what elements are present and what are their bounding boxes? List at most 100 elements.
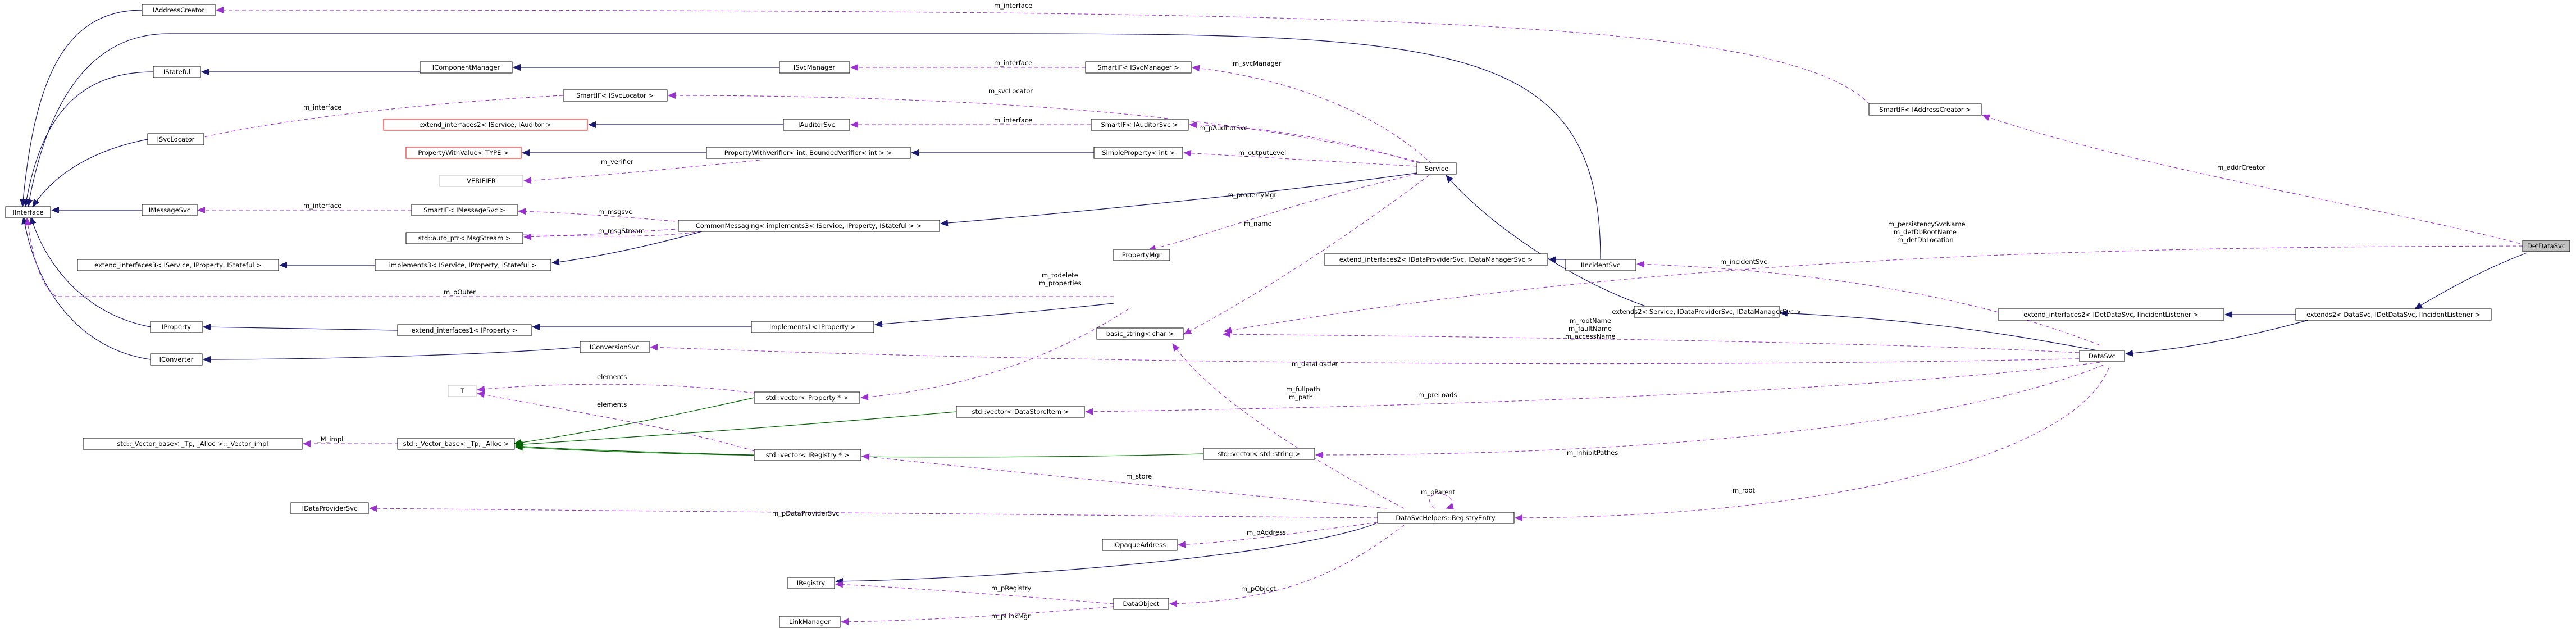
class-label: DataObject <box>1123 600 1160 608</box>
class-label: DetDataSvc <box>2527 242 2565 250</box>
edge-label: m_path <box>1289 393 1313 401</box>
class-node-iincidentsvc[interactable]: IIncidentSvc <box>1565 259 1636 271</box>
class-node-iinterface[interactable]: IInterface <box>5 206 51 218</box>
edge-iproperty-iinterface <box>29 216 151 327</box>
edge-isvclocator-iinterface <box>32 139 148 207</box>
edge-iincidentsvc-iinterface <box>26 33 1601 260</box>
edge-iaddresscreator-iinterface <box>20 10 143 207</box>
class-node-iconversionsvc[interactable]: IConversionSvc <box>580 341 650 353</box>
edge-label: m_store <box>1126 472 1152 480</box>
class-label: IDataProviderSvc <box>302 504 358 512</box>
class-node-smartif-imessagesvc[interactable]: SmartIF< IMessageSvc > <box>411 204 518 216</box>
class-node-propertywithverifier[interactable]: PropertyWithVerifier< int, BoundedVerifi… <box>706 147 911 159</box>
class-node-detdatasvc[interactable]: DetDataSvc <box>2522 240 2570 252</box>
class-node-extend-interfaces2-idetdatasvc[interactable]: extend_interfaces2< IDetDataSvc, IIncide… <box>1998 308 2224 321</box>
edge-vectordatastoreitem-vectorbase <box>515 411 957 448</box>
inheritance-edges <box>20 10 2528 585</box>
class-node-linkmanager[interactable]: LinkManager <box>779 616 841 628</box>
class-label: extend_interfaces1< IProperty > <box>412 326 518 334</box>
class-label: IConversionSvc <box>590 343 639 351</box>
class-node-smartif-isvclocator[interactable]: SmartIF< ISvcLocator > <box>563 89 668 102</box>
edge-service-smartif-isvcmanager <box>1192 65 1433 165</box>
class-node-smartif-isvcmanager[interactable]: SmartIF< ISvcManager > <box>1085 61 1192 74</box>
class-node-vector-impl[interactable]: std::_Vector_base< _Tp, _Alloc >::_Vecto… <box>83 438 303 450</box>
class-label: CommonMessaging< implements3< IService, … <box>696 222 922 230</box>
class-label: IAuditorSvc <box>798 121 835 129</box>
class-node-implements1-iproperty[interactable]: implements1< IProperty > <box>751 321 874 333</box>
class-label: IProperty <box>162 323 191 331</box>
edge-label: m_pOuter <box>444 288 476 296</box>
edge-datasvc-iincidentsvc <box>1636 261 2101 346</box>
class-node-idataprovidersvc[interactable]: IDataProviderSvc <box>290 502 369 514</box>
class-node-iauditorsvc[interactable]: IAuditorSvc <box>783 119 850 131</box>
edge-vectorproperty-vectorbase <box>513 397 755 447</box>
class-node-extend-interfaces2-iservice-iauditor[interactable]: extend_interfaces2< IService, IAuditor > <box>383 119 588 131</box>
class-node-smartif-iaddresscreator[interactable]: SmartIF< IAddressCreator > <box>1868 103 1982 116</box>
class-node-icomponentmanager[interactable]: IComponentManager <box>420 61 513 74</box>
class-node-basic-string[interactable]: basic_string< char > <box>1096 327 1184 340</box>
edge-propertymgr-iinterface-outer <box>24 217 1114 297</box>
class-node-iopaqueaddress[interactable]: IOpaqueAddress <box>1102 539 1178 551</box>
class-node-extend-interfaces2-idataprovidersvc[interactable]: extend_interfaces2< IDataProviderSvc, ID… <box>1324 253 1548 266</box>
edge-label: _M_impl <box>317 435 343 443</box>
class-node-auto-ptr-msgstream[interactable]: std::auto_ptr< MsgStream > <box>405 232 523 244</box>
class-node-vector-datastoreitem[interactable]: std::vector< DataStoreItem > <box>956 406 1085 418</box>
class-label: T <box>459 387 464 395</box>
class-node-iproperty[interactable]: IProperty <box>150 321 203 333</box>
class-label: IIncidentSvc <box>1581 261 1620 269</box>
edge-service-basicstring <box>1183 175 1430 335</box>
class-node-t[interactable]: T <box>448 385 477 397</box>
class-node-extend-interfaces1-iproperty[interactable]: extend_interfaces1< IProperty > <box>397 324 532 336</box>
class-label: IMessageSvc <box>149 206 190 214</box>
class-node-propertymgr[interactable]: PropertyMgr <box>1113 249 1170 261</box>
class-node-vector-string[interactable]: std::vector< std::string > <box>1203 448 1315 460</box>
edge-label: m_persistencySvcName <box>1888 220 1966 228</box>
class-label: SimpleProperty< int > <box>1102 149 1175 157</box>
class-node-extends2-service[interactable]: extends2< Service, IDataProviderSvc, IDa… <box>1612 306 1802 318</box>
class-label: IInterface <box>13 208 44 216</box>
edge-label: m_interface <box>303 202 341 210</box>
class-node-vector-property[interactable]: std::vector< Property * > <box>754 391 860 404</box>
class-node-vector-iregistry[interactable]: std::vector< IRegistry * > <box>754 449 861 461</box>
edge-datasvc-basicstring <box>1223 331 2100 354</box>
edge-label: m_pRegistry <box>991 584 1032 592</box>
class-label: std::_Vector_base< _Tp, _Alloc >::_Vecto… <box>117 440 268 448</box>
class-node-smartif-iauditorsvc[interactable]: SmartIF< IAuditorSvc > <box>1091 119 1189 131</box>
class-label: Service <box>1425 165 1449 172</box>
class-node-dataobject[interactable]: DataObject <box>1113 598 1169 610</box>
class-node-implements3[interactable]: implements3< IService, IProperty, IState… <box>375 259 551 271</box>
edge-vectorregistry-t <box>477 391 755 452</box>
class-node-iconverter[interactable]: IConverter <box>150 353 203 366</box>
edge-smartif-isvclocator-isvclocator <box>194 95 564 141</box>
class-node-imessagesvc[interactable]: IMessageSvc <box>142 204 198 216</box>
class-node-iaddresscreator[interactable]: IAddressCreator <box>142 4 216 16</box>
class-node-verifier[interactable]: VERIFIER <box>439 175 523 187</box>
class-node-extend-interfaces3[interactable]: extend_interfaces3< IService, IProperty,… <box>77 259 279 271</box>
edges <box>20 7 2533 625</box>
class-node-simpleproperty[interactable]: SimpleProperty< int > <box>1093 147 1183 159</box>
edge-service-smartif-isvclocator <box>668 92 1427 165</box>
class-label: PropertyWithVerifier< int, BoundedVerifi… <box>724 149 892 157</box>
class-node-istateful[interactable]: IStateful <box>153 66 201 78</box>
class-node-vector-base[interactable]: std::_Vector_base< _Tp, _Alloc > <box>397 438 515 450</box>
class-node-iregistry[interactable]: IRegistry <box>787 577 835 589</box>
edge-registryentry-self <box>1429 493 1455 510</box>
edge-label: m_rootName <box>1570 317 1611 325</box>
edge-commonmessaging-auto-ptr <box>523 227 703 240</box>
edge-label: m_detDbLocation <box>1897 236 1954 244</box>
class-node-registryentry[interactable]: DataSvcHelpers::RegistryEntry <box>1377 512 1515 524</box>
edge-service-simpleproperty <box>1183 149 1417 167</box>
class-node-service[interactable]: Service <box>1416 162 1457 175</box>
class-node-propertywithvalue[interactable]: PropertyWithValue< TYPE > <box>405 147 522 159</box>
class-node-isvcmanager[interactable]: ISvcManager <box>779 61 850 74</box>
edge-commonmessaging-implements3 <box>551 231 703 266</box>
edge-extends2service-service <box>1446 175 1646 307</box>
edge-vectorproperty-t <box>477 384 755 394</box>
class-node-commonmessaging[interactable]: CommonMessaging< implements3< IService, … <box>678 220 940 232</box>
edge-label: m_pAddress <box>1247 529 1286 536</box>
class-node-datasvc[interactable]: DataSvc <box>2079 350 2125 362</box>
class-node-extends2-datasvc[interactable]: extends2< DataSvc, IDetDataSvc, IInciden… <box>2295 308 2492 321</box>
class-node-isvclocator[interactable]: ISvcLocator <box>147 133 204 145</box>
class-label: ISvcManager <box>794 63 835 71</box>
